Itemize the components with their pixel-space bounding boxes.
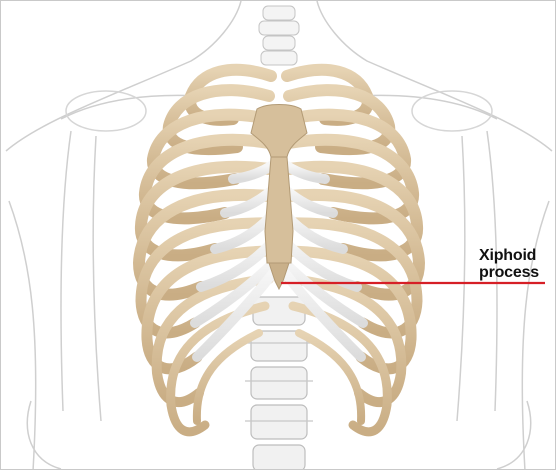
manubrium	[251, 105, 307, 158]
lumbar-spine	[245, 297, 313, 470]
label-line-1: Xiphoid	[479, 247, 539, 264]
cervical-spine	[259, 6, 299, 65]
xiphoid-process-label: Xiphoid process	[479, 247, 539, 281]
label-line-2: process	[479, 264, 539, 281]
